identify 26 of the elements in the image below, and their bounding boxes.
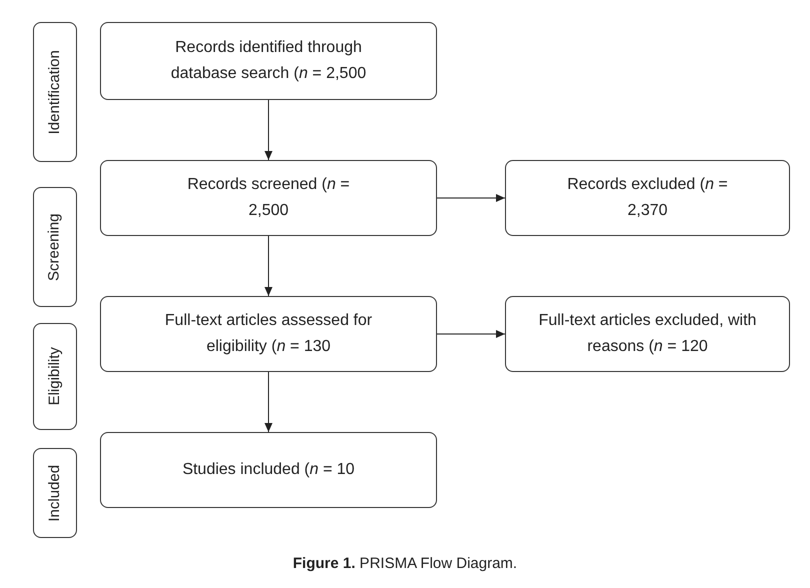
phase-label: Identification — [44, 50, 64, 134]
phase-label: Screening — [44, 213, 64, 281]
phase-label: Eligibility — [44, 347, 64, 406]
phase-label: Included — [44, 464, 64, 522]
box-text: Full-text articles assessed for eligibility (n = 130 — [164, 311, 374, 357]
arrow — [264, 372, 272, 432]
box-text: Records identified through database search (n = 2,500 — [170, 38, 368, 84]
process-box — [100, 22, 437, 100]
process-box — [505, 296, 790, 372]
phase-box — [33, 323, 77, 430]
phase-box — [33, 187, 77, 307]
arrow — [436, 330, 506, 338]
phase-box — [33, 448, 77, 538]
box-text: Full-text articles excluded, with reasons (n = 120 — [538, 311, 758, 357]
arrow — [264, 236, 272, 296]
box-text: Studies included (n = 10 — [181, 460, 356, 480]
process-box — [100, 296, 437, 372]
process-box — [100, 160, 437, 236]
arrow — [264, 100, 272, 160]
box-text: Records excluded (n = 2,370 — [566, 175, 729, 221]
box-text: Records screened (n = 2,500 — [186, 175, 351, 221]
phase-box — [33, 22, 77, 162]
arrow — [436, 194, 506, 202]
process-box — [100, 432, 437, 508]
caption: Figure 1. PRISMA Flow Diagram. — [292, 554, 518, 574]
process-box — [505, 160, 790, 236]
